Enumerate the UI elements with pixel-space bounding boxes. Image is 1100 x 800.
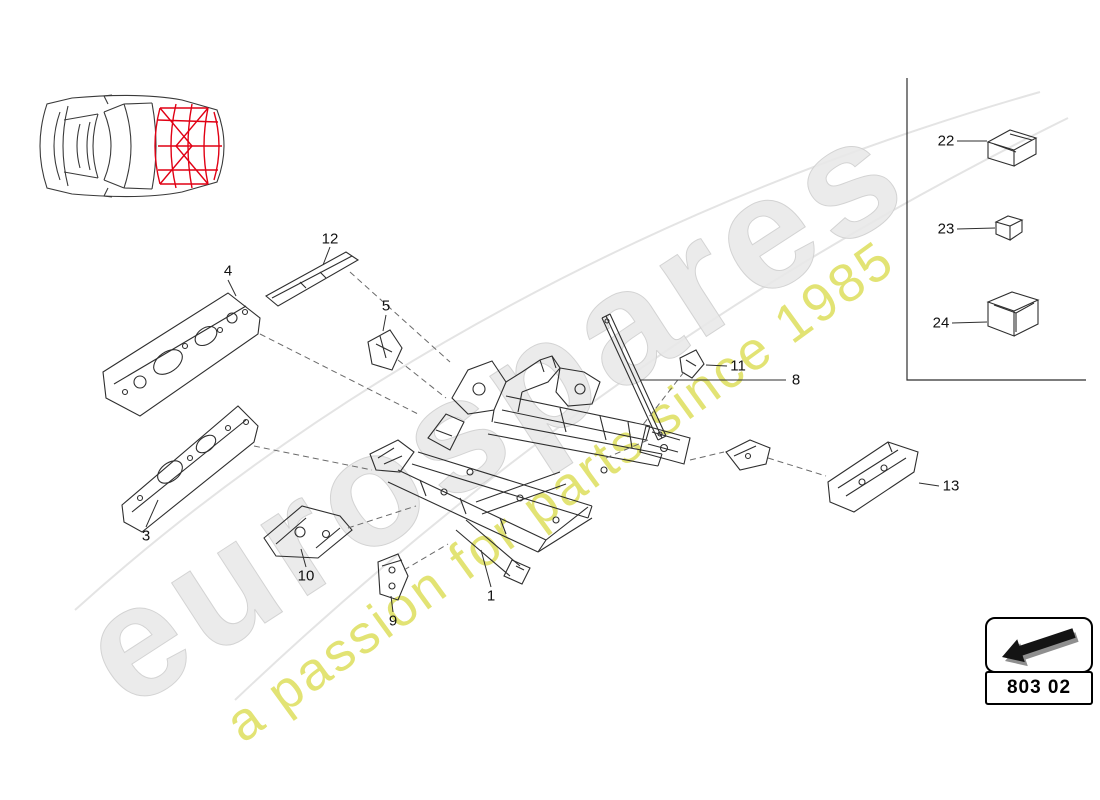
part-label-1[interactable]: 1 (486, 587, 496, 605)
group-bracket-line (906, 78, 1086, 381)
watermark-swoosh (74, 91, 1069, 701)
part-24-open-box (986, 291, 1040, 337)
watermark-brand-text: eurospares (49, 77, 937, 741)
part-9-bracket (377, 553, 409, 601)
label-leader-lines (145, 140, 996, 613)
part-label-24[interactable]: 24 (932, 314, 950, 332)
part-label-4[interactable]: 4 (223, 262, 233, 280)
part-label-9[interactable]: 9 (388, 612, 398, 630)
part-label-22[interactable]: 22 (937, 132, 955, 150)
diagram-code: 803 02 (985, 671, 1093, 705)
part-label-3[interactable]: 3 (141, 527, 151, 545)
dashed-connector-lines (253, 271, 827, 571)
part-label-10[interactable]: 10 (297, 567, 315, 585)
part-23-box (994, 215, 1024, 241)
part-label-23[interactable]: 23 (937, 220, 955, 238)
part-label-11[interactable]: 11 (730, 357, 746, 375)
part-5-bracket (367, 329, 403, 371)
part-label-12[interactable]: 12 (321, 230, 339, 248)
part-12-sill-strip (265, 251, 360, 307)
part-label-8[interactable]: 8 (791, 371, 801, 389)
part-8-diagonal-strut (601, 313, 667, 441)
part-label-5[interactable]: 5 (381, 297, 391, 315)
part-13-side-member (725, 439, 919, 513)
part-11-bracket (679, 349, 705, 379)
part-22-box (986, 129, 1038, 167)
car-front-frame-highlight (154, 103, 222, 189)
direction-arrow-icon (1002, 628, 1079, 667)
part-10-wheel-arch-bracket (263, 505, 353, 559)
part-4-bulkhead-upper (102, 292, 261, 417)
part-3-bulkhead-lower (121, 405, 259, 533)
car-top-view-icon (39, 94, 225, 198)
part-1-front-frame-assembly (369, 355, 691, 585)
direction-icon-box (985, 617, 1093, 673)
part-label-13[interactable]: 13 (942, 477, 960, 495)
